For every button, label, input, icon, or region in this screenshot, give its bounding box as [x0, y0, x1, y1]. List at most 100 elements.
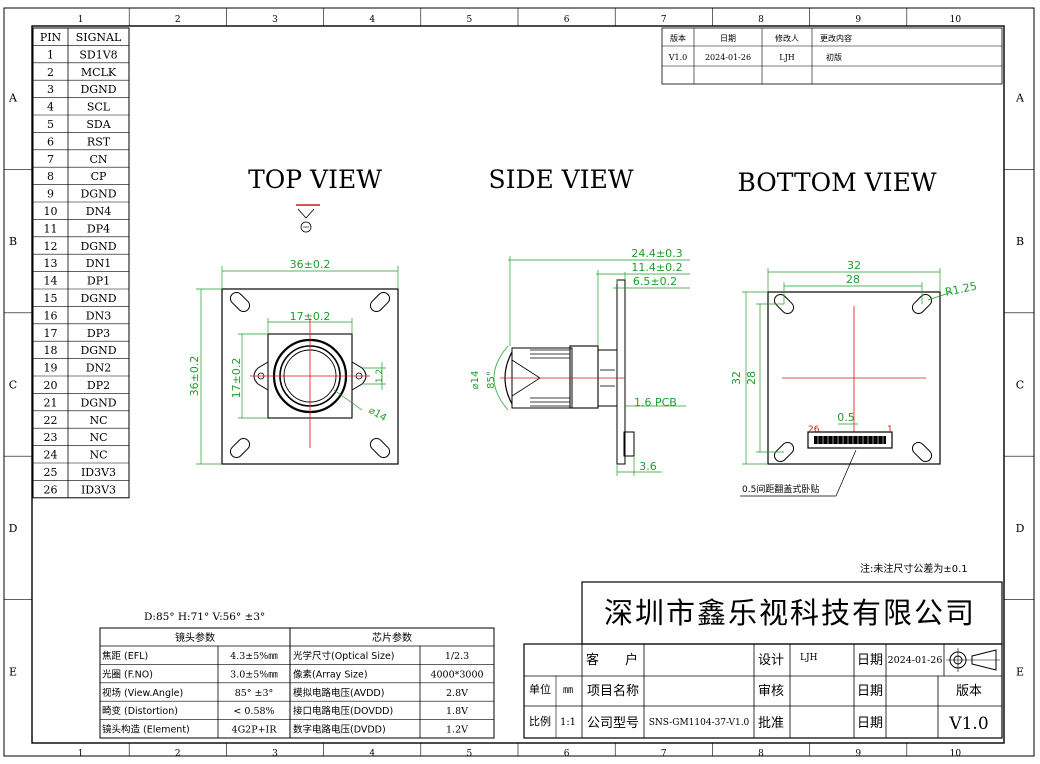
frame-col-bottom-6: 6 [564, 749, 570, 759]
lens-param-name: 畸变 (Distortion) [102, 705, 178, 717]
project-label: 项目名称 [587, 683, 639, 699]
version-value: V1.0 [948, 714, 988, 734]
pin-number: 21 [44, 396, 58, 409]
side-dim-angle: 85° [486, 371, 497, 389]
customer-label: 客 户 [586, 652, 638, 668]
frame-col-top-7: 7 [661, 15, 667, 25]
pin-signal: DGND [80, 292, 116, 305]
connector-pin-1: 1 [887, 425, 893, 435]
pin-signal: DP2 [87, 379, 110, 392]
model-value: SNS-GM1104-37-V1.0 [649, 718, 750, 728]
pin-number: 1 [47, 48, 54, 61]
pin-signal: DP4 [87, 222, 110, 235]
frame-col-top-6: 6 [564, 15, 570, 25]
lens-params-title: 镜头参数 [175, 631, 215, 644]
chip-param-value: 1.8V [446, 706, 468, 717]
pin-signal: DN3 [86, 309, 111, 322]
frame-row-right-C: C [1016, 379, 1024, 392]
date-label-3: 日期 [857, 716, 883, 731]
frame-col-bottom-2: 2 [175, 749, 181, 759]
frame-col-top-2: 2 [175, 15, 181, 25]
pin-signal: SCL [87, 101, 111, 114]
pin-signal: DGND [80, 188, 116, 201]
chip-param-name: 模拟电路电压(AVDD) [293, 687, 384, 699]
top-dim-diameter: ⌀14 [367, 405, 389, 424]
pin-number: 23 [44, 431, 58, 444]
pin-signal: NC [89, 431, 107, 444]
pin-number: 7 [47, 153, 54, 166]
frame-col-bottom-4: 4 [369, 749, 375, 759]
pin-number: 25 [44, 466, 58, 479]
chip-param-name: 像素(Array Size) [293, 668, 368, 680]
pin-signal: DP3 [87, 327, 110, 340]
pin-number: 14 [44, 275, 58, 288]
pin-signal: DP1 [87, 275, 110, 288]
chip-param-value: 1/2.3 [445, 651, 469, 662]
rev-change: 初版 [826, 52, 842, 62]
fov-line: D:85° H:71° V:56° ±3° [144, 611, 265, 623]
revision-table: 版本 日期 修改人 更改内容 V1.0 2024-01-26 LJH 初版 [661, 27, 1003, 85]
frame-col-top-3: 3 [272, 15, 278, 25]
design-label: 设计 [758, 653, 784, 668]
bottom-view: 32 28 32 28 R1.25 0.5 26 1 0.5间距翻盖式卧贴 [730, 259, 978, 497]
pin-number: 4 [47, 101, 54, 114]
top-view: 36±0.2 36±0.2 17±0.2 17±0.2 1.2 ⌀14 [188, 258, 399, 465]
frame-col-top-9: 9 [855, 15, 861, 25]
frame-col-top-10: 10 [950, 15, 962, 25]
pin-number: 20 [44, 379, 58, 392]
rev-header-date: 日期 [720, 34, 736, 43]
designer-name: LJH [800, 653, 818, 663]
frame-col-bottom-5: 5 [467, 749, 473, 759]
bottom-dim-h-outer: 32 [730, 371, 743, 385]
top-dim-lens-width: 17±0.2 [290, 310, 331, 323]
bottom-view-title: BOTTOM VIEW [737, 168, 936, 197]
lens-param-name: 光圈 (F.NO) [102, 668, 153, 680]
pin-signal: DN4 [86, 205, 111, 218]
bottom-dim-w-outer: 32 [847, 259, 861, 272]
connector-pin-26: 26 [808, 425, 820, 435]
pin-number: 3 [47, 83, 54, 96]
pin-number: 16 [44, 309, 58, 322]
chip-params-title: 芯片参数 [372, 631, 412, 644]
pin-number: 12 [44, 240, 58, 253]
frame-col-bottom-8: 8 [758, 749, 764, 759]
side-dim-pcb: 1.6 PCB [634, 396, 677, 409]
pin-signal: DGND [80, 240, 116, 253]
orientation-icon [296, 204, 320, 233]
pin-number: 9 [47, 188, 54, 201]
pin-header: PIN [40, 31, 62, 44]
frame-row-right-A: A [1015, 92, 1025, 105]
lens-param-name: 视场 (View.Angle) [102, 687, 183, 699]
pin-signal: SDA [86, 118, 111, 131]
pin-signal: CP [91, 170, 107, 183]
frame-row-left-C: C [9, 379, 17, 392]
rev-header-version: 版本 [670, 33, 686, 43]
lens-param-value: 85° ±3° [235, 688, 274, 699]
unit-value: ㎜ [563, 685, 573, 696]
lens-param-value: 3.0±5%㎜ [230, 669, 278, 680]
frame-col-bottom-7: 7 [661, 749, 667, 759]
pin-number: 2 [47, 66, 54, 79]
bottom-dim-h-inner: 28 [745, 371, 758, 385]
pin-number: 18 [44, 344, 58, 357]
top-dim-width: 36±0.2 [290, 258, 331, 271]
version-label: 版本 [956, 684, 982, 699]
side-dim-2: 11.4±0.2 [631, 261, 682, 274]
frame-row-right-E: E [1016, 665, 1024, 678]
lens-param-value: 4G2P+IR [232, 725, 278, 736]
lens-param-name: 焦距 (EFL) [102, 650, 148, 662]
review-label: 审核 [758, 684, 784, 699]
tolerance-note: 注:未注尺寸公差为±0.1 [860, 562, 968, 575]
frame-row-left-D: D [9, 522, 18, 535]
approve-label: 批准 [758, 716, 784, 731]
bottom-dim-w-inner: 28 [846, 273, 860, 286]
frame-col-top-1: 1 [78, 15, 84, 25]
top-dim-height: 36±0.2 [188, 356, 201, 397]
top-dim-lens-height: 17±0.2 [230, 358, 243, 399]
frame-col-top-4: 4 [369, 15, 375, 25]
model-label: 公司型号 [587, 716, 639, 731]
rev-header-editor: 修改人 [775, 33, 799, 43]
frame-row-right-B: B [1016, 235, 1024, 248]
